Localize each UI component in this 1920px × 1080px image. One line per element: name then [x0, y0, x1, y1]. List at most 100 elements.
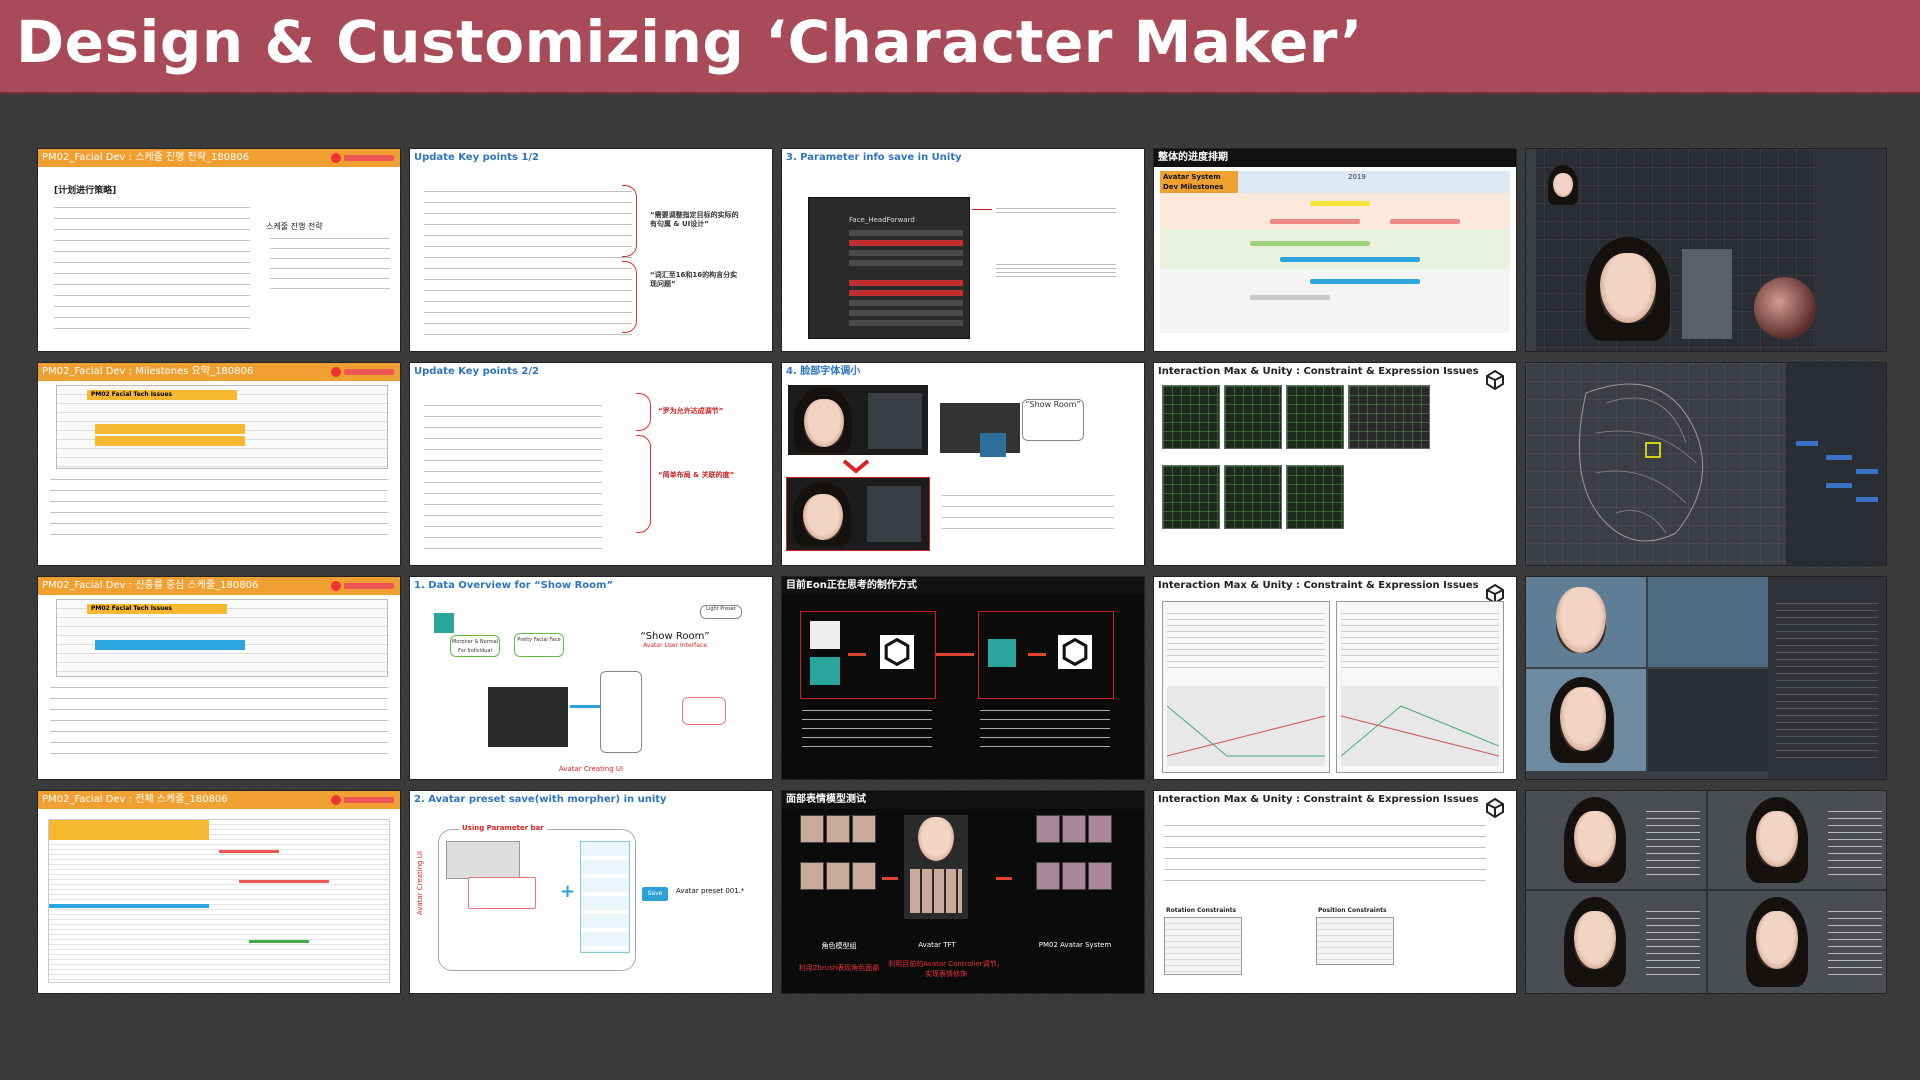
- title-banner: Design & Customizing ‘Character Maker’: [0, 0, 1920, 94]
- slide-schedule-strategy[interactable]: PM02_Facial Dev : 스케줄 진행 전략_180806 [计划进行…: [37, 148, 401, 352]
- body-text-lines: [54, 201, 250, 337]
- slider-panel: [1646, 805, 1700, 875]
- slide-title: 整体的进度排期: [1154, 149, 1516, 167]
- group-frame: [800, 611, 936, 699]
- maya-icon: [980, 433, 1006, 457]
- curve-graph: [1341, 686, 1499, 766]
- slide-milestones-summary[interactable]: PM02_Facial Dev : Milestones 요약_180806 P…: [37, 362, 401, 566]
- slide-facial-expression-test[interactable]: 面部表情模型测试 角色模型组 Avatar TFT PM02 Avatar Sy…: [781, 790, 1145, 994]
- node: [1826, 455, 1852, 460]
- group-frame: [978, 611, 1114, 699]
- param-row: [849, 230, 963, 236]
- slide-character-variants[interactable]: [1525, 790, 1887, 994]
- expression-thumb: [852, 815, 876, 843]
- slide-face-font-small[interactable]: 4. 脸部字体调小 “Show Room”: [781, 362, 1145, 566]
- slide-full-schedule[interactable]: PM02_Facial Dev : 전체 스케줄_180806: [37, 790, 401, 994]
- node: [1856, 469, 1878, 474]
- editor-viewport: [1526, 363, 1786, 565]
- save-button[interactable]: Save: [642, 887, 668, 901]
- gantt-bar: [1250, 241, 1370, 246]
- node: [1796, 441, 1818, 446]
- flow-arrow: [848, 653, 866, 656]
- viewport-top-left: [1526, 577, 1646, 667]
- red-caption: 利用Zbrush表现角色面部: [798, 964, 880, 972]
- flow-arrow: [936, 653, 974, 656]
- highlight-row: [95, 640, 245, 650]
- slide-unity-editor-2[interactable]: [1525, 576, 1887, 780]
- note-text: “词汇至16和16的构言分实现问题”: [650, 271, 738, 288]
- arrow-down-icon: [842, 459, 870, 473]
- character-face: [918, 817, 954, 861]
- unity-icon: [1486, 369, 1504, 391]
- schedule-table: [48, 819, 390, 983]
- show-room-box: “Show Room”: [1022, 399, 1084, 441]
- slide-title: 2. Avatar preset save(with morpher) in u…: [414, 794, 667, 805]
- slide-update-key-points-1[interactable]: Update Key points 1/2 “需要调整指定目标的实际的有句属 &…: [409, 148, 773, 352]
- issues-table: PM02 Facial Tech Issues: [56, 385, 388, 469]
- section-label: Rotation Constraints: [1166, 907, 1237, 914]
- note-text: “简单布局 & 关联的度”: [658, 471, 735, 479]
- viewport-tile: [1526, 891, 1706, 993]
- slide-data-overview[interactable]: 1. Data Overview for “Show Room” Morpher…: [409, 576, 773, 780]
- callout-text: [996, 205, 1116, 215]
- caption: Avatar TFT: [918, 941, 956, 949]
- body-text-lines: [802, 705, 932, 749]
- param-row: [849, 310, 963, 316]
- show-room-sub: Avatar User Interface: [643, 642, 707, 649]
- table-header: PM02 Facial Tech Issues: [87, 390, 237, 400]
- gantt-bar: [1250, 295, 1330, 300]
- slide-title: Update Key points 2/2: [414, 366, 539, 377]
- slide-heading: [计划进行策略]: [54, 186, 117, 196]
- table-header: PM02 Facial Tech Issues: [87, 604, 227, 614]
- slide-title: PM02_Facial Dev : 스케줄 진행 전략_180806: [38, 149, 400, 167]
- unity-icon: [1058, 635, 1092, 669]
- gantt-label-line: Avatar System: [1163, 173, 1221, 181]
- zbrush-icon: [810, 621, 840, 649]
- logo-icon: [331, 153, 394, 163]
- show-room-label: “Show Room”: [640, 631, 710, 642]
- wireframe-view: [1224, 385, 1282, 449]
- box-label: Light Preset: [706, 606, 736, 612]
- caption: 角色模型组: [821, 942, 857, 950]
- viewport-top-right: [1648, 577, 1768, 667]
- slide-avatar-preset-save[interactable]: 2. Avatar preset save(with morpher) in u…: [409, 790, 773, 994]
- callout-line: [972, 209, 992, 210]
- slide-title: 4. 脸部字体调小: [786, 366, 861, 377]
- maya-icon: [434, 613, 454, 633]
- slide-eon-production-method[interactable]: 目前Eon正在思考的制作方式: [781, 576, 1145, 780]
- expression-thumb: [826, 862, 850, 890]
- slide-title: Interaction Max & Unity : Constraint & E…: [1158, 580, 1479, 591]
- param-bar-label: Using Parameter bar: [459, 824, 547, 832]
- slide-constraint-issues-2[interactable]: Interaction Max & Unity : Constraint & E…: [1153, 576, 1517, 780]
- side-label: Avatar Creating UI: [416, 851, 424, 916]
- slide-unity-editor-1[interactable]: [1525, 148, 1887, 352]
- table-lines: [1167, 608, 1325, 668]
- controller-box: [600, 671, 642, 753]
- slide-title: Update Key points 1/2: [414, 152, 539, 163]
- expression-thumb: [800, 862, 824, 890]
- gantt-chart: Avatar System Dev Milestones 2019: [1160, 171, 1510, 345]
- slide-overall-schedule[interactable]: 整体的进度排期 Avatar System Dev Milestones 201…: [1153, 148, 1517, 352]
- slide-constraint-issues-3[interactable]: Interaction Max & Unity : Constraint & E…: [1153, 790, 1517, 994]
- editor-toolbar: [1526, 149, 1536, 351]
- slide-3dsmax-wireframe[interactable]: [1525, 362, 1887, 566]
- gantt-bar: [1310, 201, 1370, 206]
- param-row: [849, 240, 963, 246]
- pretty-face-box: Pretty Facial Face: [514, 633, 564, 657]
- slide-new-schedule[interactable]: PM02_Facial Dev : 신충를 중심 스케줄_180806 PM02…: [37, 576, 401, 780]
- slide-update-key-points-2[interactable]: Update Key points 2/2 “罗为允许达成调节” “简单布局 &…: [409, 362, 773, 566]
- slide-title: PM02_Facial Dev : 신충를 중심 스케줄_180806: [38, 577, 400, 595]
- avatar-tft-panel: [904, 815, 968, 919]
- flow-arrow: [570, 705, 600, 708]
- slide-grid: PM02_Facial Dev : 스케줄 진행 전략_180806 [计划进行…: [37, 148, 1895, 994]
- screenshot-before: [788, 385, 928, 455]
- ui-panel: [867, 486, 921, 542]
- expression-thumb: [1062, 862, 1086, 890]
- unity-icon: [880, 635, 914, 669]
- box-label: Pretty Facial Face: [517, 637, 561, 643]
- expression-thumb: [852, 862, 876, 890]
- slide-constraint-issues-1[interactable]: Interaction Max & Unity : Constraint & E…: [1153, 362, 1517, 566]
- viewport-tile: [1708, 891, 1886, 993]
- box-label: Morpher & Normal For Individual: [451, 639, 499, 654]
- slide-parameter-info[interactable]: 3. Parameter info save in Unity Face_Hea…: [781, 148, 1145, 352]
